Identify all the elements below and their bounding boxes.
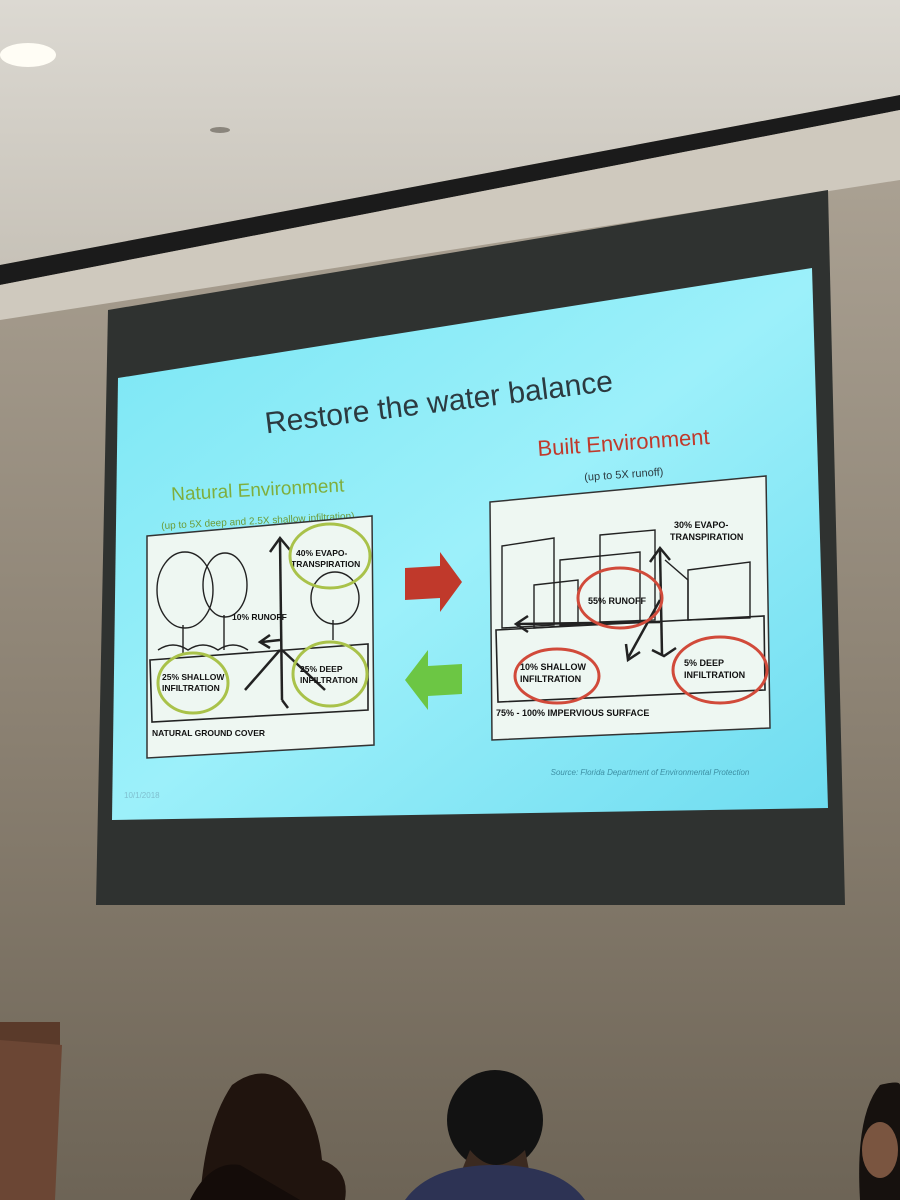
built-runoff-circle [576,566,664,630]
flow-arrows [244,535,326,709]
built-deep-label: 5% DEEP [684,658,724,668]
built-diagram: 30% EVAPO- TRANSPIRATION 55% RUNOFF 10% … [489,475,771,741]
slide-source: Source: Florida Department of Environmen… [551,768,750,777]
natural-shallow-circle [156,651,230,715]
built-subheading: (up to 5X runoff) [584,466,664,484]
audience-member-center [447,1070,543,1170]
built-deep-label-2: INFILTRATION [684,670,745,680]
ceiling-trim [0,95,900,285]
natural-shallow-label: 25% SHALLOW [162,672,225,682]
slide-content: Restore the water balance Natural Enviro… [124,365,771,800]
built-surface-label: 75% - 100% IMPERVIOUS SURFACE [496,708,649,718]
built-shallow-label: 10% SHALLOW [520,662,587,672]
natural-diagram: 40% EVAPO- TRANSPIRATION 10% RUNOFF 25% … [146,515,375,759]
red-right-arrow [405,552,462,612]
natural-evapo-label: 40% EVAPO- [296,548,348,558]
natural-deep-label-2: INFILTRATION [300,675,358,685]
ceiling-light [0,43,56,67]
built-evapo-label-2: TRANSPIRATION [670,532,743,542]
tree-icons [156,551,360,655]
natural-evapo-label-2: TRANSPIRATION [291,559,360,569]
natural-ground-label: NATURAL GROUND COVER [152,728,265,738]
built-runoff-label: 55% RUNOFF [588,596,647,606]
natural-deep-label: 25% DEEP [300,664,343,674]
built-deep-circle [671,635,769,705]
green-left-arrow [405,650,462,710]
audience-foreground [0,1022,900,1200]
built-evapo-label: 30% EVAPO- [674,520,728,530]
natural-evapo-circle [288,522,372,590]
built-shallow-circle [513,647,601,705]
slide-date: 10/1/2018 [124,791,160,800]
natural-deep-circle [291,640,369,708]
center-arrows [405,552,462,710]
built-shallow-label-2: INFILTRATION [520,674,581,684]
building-icons [501,529,751,629]
natural-shallow-label-2: INFILTRATION [162,683,220,693]
natural-runoff-label: 10% RUNOFF [232,612,287,622]
